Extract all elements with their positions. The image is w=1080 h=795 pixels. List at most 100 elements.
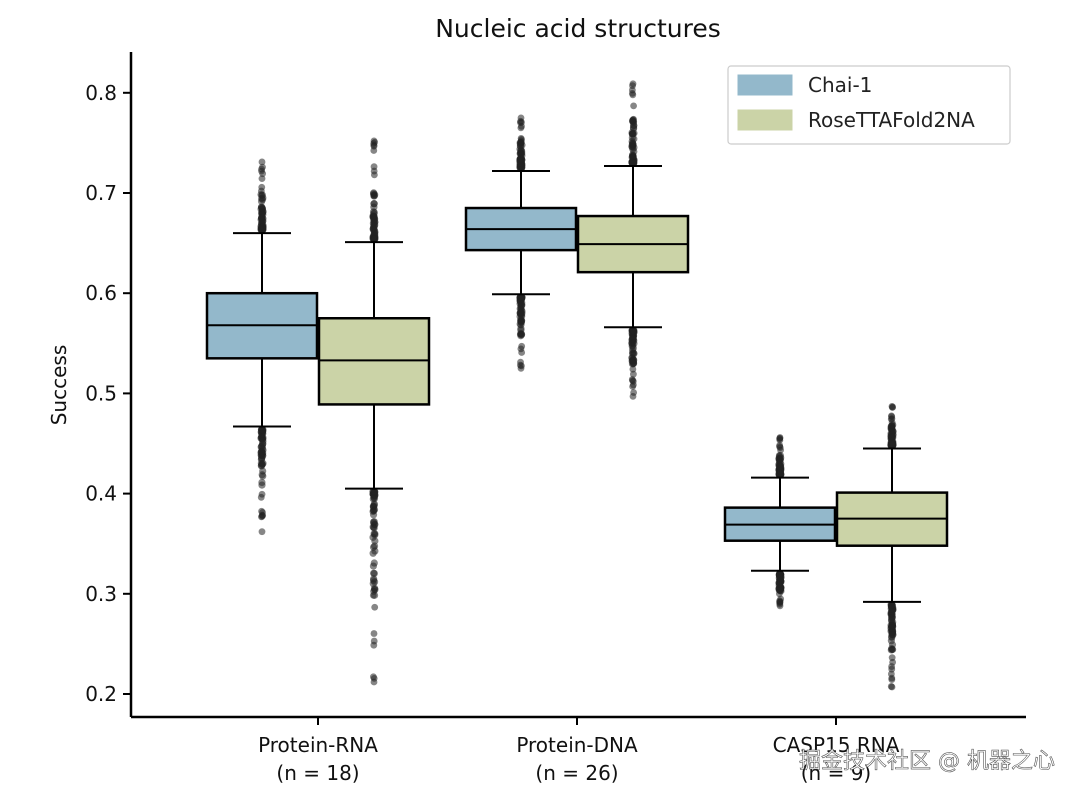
y-tick-label: 0.3 [85, 582, 117, 606]
flier-point [628, 153, 637, 161]
flier-point [887, 670, 895, 678]
flier-point [259, 217, 267, 225]
flier-point [629, 116, 637, 124]
flier-point [888, 624, 896, 632]
flier-point [517, 114, 525, 122]
legend-label: RoseTTAFold2NA [808, 108, 975, 132]
flier-point [518, 342, 526, 350]
flier-point [888, 413, 896, 421]
flier-point [775, 451, 783, 459]
fliers [628, 80, 638, 400]
flier-point [517, 330, 524, 337]
legend-frame [727, 65, 1011, 145]
flier-point [776, 470, 785, 479]
flier-point [370, 171, 378, 179]
flier-point [258, 433, 266, 441]
flier-point [369, 224, 378, 233]
flier-point [516, 156, 524, 165]
x-tick-sublabel: (n = 9) [801, 761, 871, 785]
x-tick-label: Protein-DNA [516, 733, 638, 757]
x-tick-sublabel: (n = 18) [276, 761, 359, 785]
flier-point [258, 442, 266, 450]
plot-area [205, 80, 949, 691]
flier-point [517, 364, 525, 372]
flier-point [370, 518, 378, 526]
fliers [775, 434, 785, 610]
flier-point [776, 602, 784, 610]
fliers [369, 137, 379, 686]
flier-point [259, 452, 267, 460]
flier-point [258, 205, 266, 213]
flier-point [517, 310, 525, 318]
flier-point [776, 441, 784, 449]
flier-point [371, 491, 379, 499]
flier-point [370, 163, 378, 171]
flier-point [258, 175, 266, 183]
flier-point [776, 587, 783, 594]
flier-point [889, 645, 897, 654]
box-rosettafold2na-casp15-rna [835, 403, 949, 691]
fliers [887, 403, 897, 691]
box-chai-1-protein-rna [205, 158, 319, 536]
fliers [257, 158, 267, 536]
flier-point [370, 630, 378, 637]
flier-point [370, 192, 378, 200]
flier-point [629, 344, 637, 352]
flier-point [517, 318, 525, 327]
flier-point [371, 537, 379, 545]
flier-point [630, 350, 638, 358]
flier-point [369, 212, 377, 220]
flier-point [629, 141, 637, 149]
flier-point [258, 191, 266, 199]
flier-point [776, 434, 784, 441]
flier-point [371, 586, 378, 593]
y-tick-label: 0.5 [85, 381, 117, 405]
flier-point [628, 158, 636, 166]
flier-point [370, 501, 378, 509]
y-tick-label: 0.8 [85, 81, 117, 105]
flier-point [518, 349, 526, 356]
flier-point [369, 591, 377, 599]
flier-point [369, 233, 378, 241]
iqr-box [317, 317, 431, 406]
flier-point [629, 365, 637, 373]
x-tick-label: CASP15 RNA [773, 733, 900, 757]
flier-point [259, 170, 267, 178]
flier-point [888, 654, 896, 662]
flier-point [517, 124, 525, 132]
flier-point [258, 507, 265, 515]
flier-point [370, 569, 378, 577]
flier-point [888, 614, 896, 622]
flier-point [517, 162, 525, 170]
flier-point [369, 549, 377, 557]
flier-point [259, 459, 267, 467]
flier-point [370, 678, 378, 686]
flier-point [370, 641, 378, 649]
flier-point [628, 357, 637, 365]
flier-point [258, 158, 266, 166]
flier-point [630, 102, 637, 110]
flier-point [517, 296, 525, 304]
flier-point [258, 528, 266, 536]
legend-swatch [737, 74, 793, 96]
flier-point [370, 530, 378, 538]
flier-point [628, 338, 636, 347]
y-tick-label: 0.7 [85, 181, 117, 205]
y-tick-label: 0.2 [85, 682, 117, 706]
flier-point [887, 605, 895, 613]
flier-point [629, 91, 637, 99]
box-rosettafold2na-protein-dna [576, 80, 690, 400]
flier-point [258, 471, 266, 479]
flier-point [888, 419, 896, 427]
flier-point [370, 147, 378, 154]
flier-point [629, 383, 637, 390]
box-rosettafold2na-protein-rna [317, 137, 431, 686]
flier-point [888, 683, 896, 691]
flier-point [629, 80, 637, 88]
flier-point [629, 393, 637, 400]
flier-point [369, 673, 377, 681]
flier-point [258, 183, 266, 191]
flier-point [630, 370, 637, 378]
